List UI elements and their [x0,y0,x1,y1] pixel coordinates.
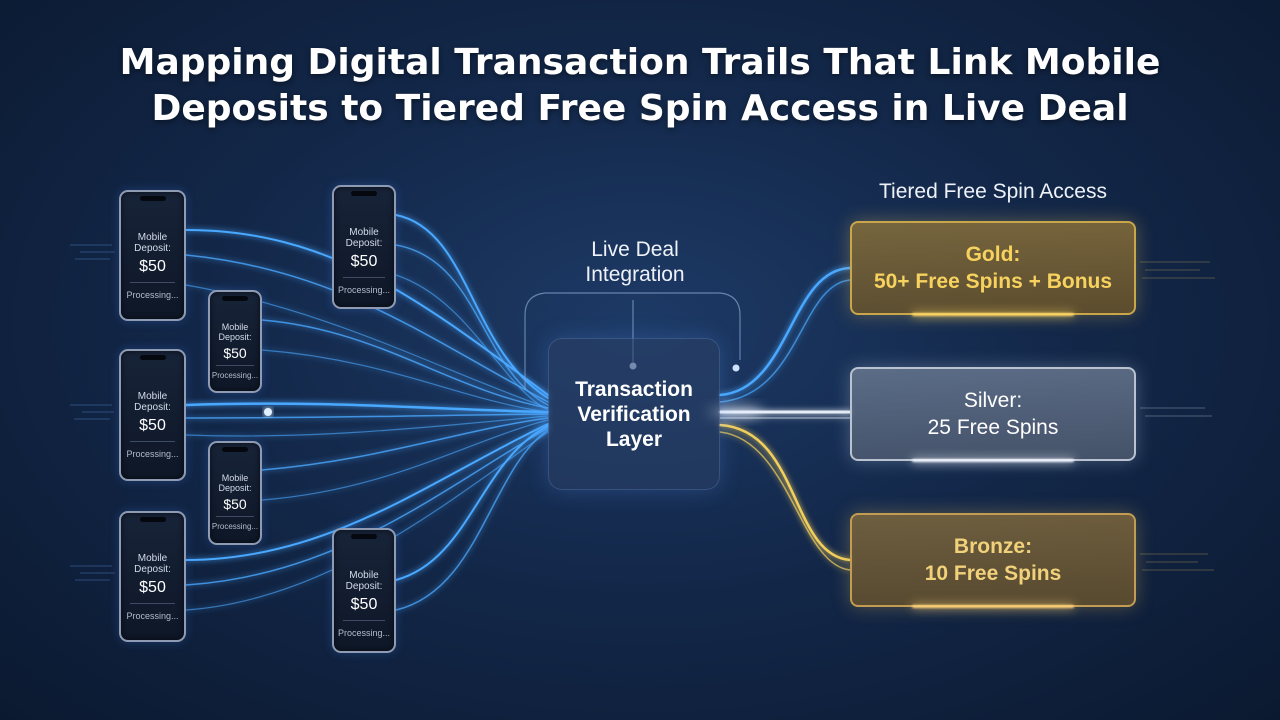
live-deal-line-1: Live Deal [591,238,679,261]
title-line-2: Deposits to Tiered Free Spin Access in L… [151,88,1129,129]
phone-deposit-amount: $50 [223,496,247,512]
mobile-deposit-phone: Mobile Deposit: $50 Processing... [332,185,396,309]
phone-notch [139,196,166,201]
phone-status: Processing... [126,290,179,300]
mobile-deposit-phone: Mobile Deposit: $50 Processing... [119,511,186,642]
verification-line-3: Layer [605,427,663,451]
phone-status: Processing... [337,628,391,638]
phone-deposit-amount: $50 [139,417,166,434]
phone-deposit-label: Mobile Deposit: [218,473,252,493]
live-deal-line-2: Integration [585,263,685,286]
tier-gold-name: Gold: [965,243,1021,266]
phone-divider [343,620,385,621]
phone-notch [351,534,377,539]
phone-deposit-label: Mobile Deposit: [134,391,171,413]
mobile-deposit-phone: Mobile Deposit: $50 Processing... [208,290,262,393]
verification-line-1: Transaction [575,377,693,401]
phone-divider [130,441,175,442]
phone-deposit-label: Mobile Deposit: [345,570,383,592]
live-deal-integration-label: Live Deal Integration [555,237,715,287]
phone-notch [139,355,166,360]
mobile-deposit-phone: Mobile Deposit: $50 Processing... [119,349,186,481]
phone-deposit-amount: $50 [139,258,166,275]
output-glow [707,405,763,419]
trail-spark [264,408,272,416]
phone-status: Processing... [126,449,179,459]
phone-divider [130,603,175,604]
phone-deposit-amount: $50 [139,579,166,596]
data-ticks-left [70,244,115,581]
tier-bronze-name: Bronze: [953,535,1033,558]
connector-node-right [732,364,740,372]
phone-divider [130,282,175,283]
verification-line-2: Verification [577,402,691,426]
phone-status: Processing... [126,611,179,621]
phone-deposit-label: Mobile Deposit: [134,232,171,254]
phone-divider [343,277,385,278]
phone-notch [139,517,166,522]
phone-deposit-label: Mobile Deposit: [134,553,171,575]
title-line-1: Mapping Digital Transaction Trails That … [119,42,1161,83]
transaction-verification-layer: Transaction Verification Layer [548,338,720,490]
tier-gold-reward: 50+ Free Spins + Bonus [873,270,1113,293]
tier-silver-name: Silver: [963,389,1023,412]
data-ticks-right [1140,261,1215,571]
tier-bronze-reward: 10 Free Spins [924,562,1062,585]
tier-silver-card: Silver: 25 Free Spins [850,367,1136,462]
mobile-deposit-phone: Mobile Deposit: $50 Processing... [332,528,396,653]
deposit-trails [184,214,550,611]
tier-glow [912,605,1074,608]
phone-deposit-label: Mobile Deposit: [345,227,383,249]
phone-deposit-label: Mobile Deposit: [218,322,252,342]
mobile-deposit-phone: Mobile Deposit: $50 Processing... [208,441,262,545]
page-title: Mapping Digital Transaction Trails That … [0,40,1280,132]
phone-divider [216,516,254,517]
tiers-heading: Tiered Free Spin Access [879,180,1107,203]
phone-status: Processing... [211,522,259,531]
phone-deposit-amount: $50 [350,253,378,270]
phone-notch [351,191,377,196]
tier-bronze-card: Bronze: 10 Free Spins [850,513,1136,608]
phone-notch [222,447,248,452]
tier-trails [718,266,852,571]
tier-silver-reward: 25 Free Spins [927,416,1059,439]
phone-status: Processing... [337,285,391,295]
phone-divider [216,365,254,366]
mobile-deposit-phone: Mobile Deposit: $50 Processing... [119,190,186,321]
tier-glow [912,313,1074,316]
phone-notch [222,296,248,301]
phone-deposit-amount: $50 [350,596,378,613]
tier-gold-card: Gold: 50+ Free Spins + Bonus [850,221,1136,316]
phone-deposit-amount: $50 [223,345,247,361]
phone-status: Processing... [211,371,259,380]
tier-glow [912,459,1074,462]
